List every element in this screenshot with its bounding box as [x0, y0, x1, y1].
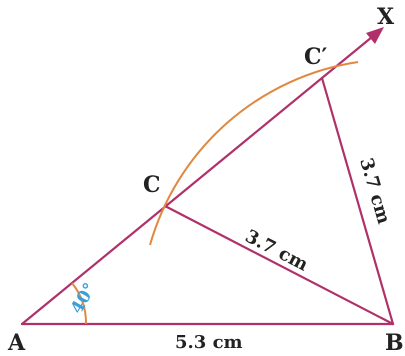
ray-ax [20, 35, 374, 326]
point-label-b: B [385, 330, 404, 356]
point-label-c: C [143, 172, 161, 198]
angle-arc-a [71, 282, 88, 325]
angle-label-a: 40° [67, 280, 100, 318]
segment-cprime-b [320, 76, 395, 326]
point-label-x: X [377, 4, 395, 30]
ray-arrowhead-icon [366, 27, 384, 44]
length-label-ab: 5.3 cm [175, 332, 243, 353]
construction-arc [149, 61, 359, 246]
point-label-a: A [7, 330, 26, 356]
point-label-c-prime: C′ [304, 44, 328, 70]
segment-cb [163, 204, 395, 326]
